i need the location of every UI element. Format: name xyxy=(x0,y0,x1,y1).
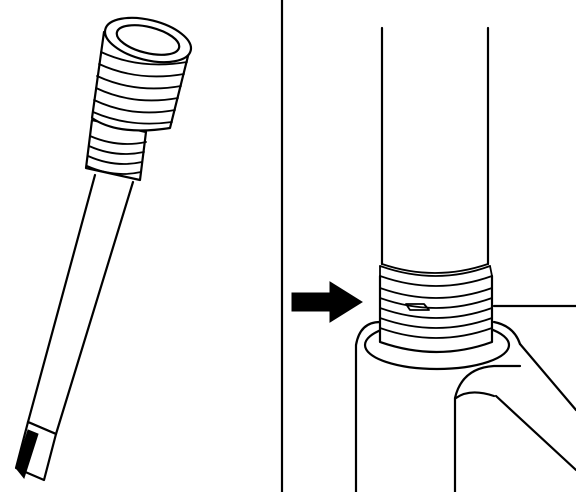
threaded-section xyxy=(378,265,494,354)
frame-body xyxy=(354,304,576,492)
right-panel xyxy=(291,26,576,492)
left-panel xyxy=(14,16,193,482)
tool-shaft xyxy=(26,173,135,436)
pointer-arrow xyxy=(291,281,363,323)
tool-tip xyxy=(14,420,58,482)
upper-tube xyxy=(380,26,490,274)
tool-threaded-head xyxy=(90,16,193,132)
tool-collar xyxy=(84,118,148,182)
